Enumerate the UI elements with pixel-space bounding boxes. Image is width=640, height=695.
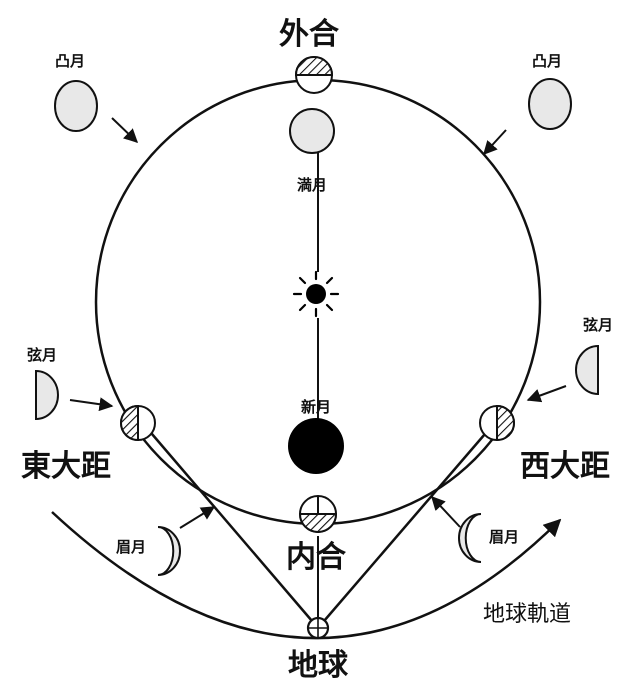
arrow-gibbous-right — [483, 129, 507, 156]
earth-orbit-arc — [51, 511, 562, 640]
gibbous-phase-right — [528, 78, 572, 130]
label-crescent-left: 眉月 — [116, 538, 146, 556]
label-earth-orbit: 地球軌道 — [483, 602, 571, 627]
crescent-phase-left — [157, 526, 181, 576]
label-superior-conjunction: 外合 — [279, 17, 339, 52]
label-gibbous-right: 凸月 — [532, 52, 562, 70]
venus-superior-conjunction — [294, 56, 334, 94]
label-quarter-left: 弦月 — [27, 346, 57, 364]
venus-greatest-east — [120, 404, 156, 442]
label-new-phase: 新月 — [301, 398, 331, 416]
venus-new-phase — [288, 418, 344, 474]
label-full-phase: 満月 — [297, 176, 327, 194]
venus-inferior-conjunction — [298, 495, 338, 533]
arrow-crescent-left — [179, 506, 216, 529]
venus-full-phase — [289, 108, 335, 154]
label-gibbous-left: 凸月 — [55, 52, 85, 70]
label-inferior-conjunction: 内合 — [286, 540, 346, 575]
arrow-quarter-right — [526, 385, 567, 403]
label-quarter-right: 弦月 — [583, 316, 613, 334]
label-earth: 地球 — [288, 648, 349, 683]
crescent-phase-right — [458, 513, 482, 563]
arrow-crescent-right — [431, 495, 461, 528]
quarter-phase-right — [575, 344, 599, 396]
earth-icon — [306, 616, 330, 640]
arrow-quarter-left — [69, 397, 114, 412]
sightline-west — [317, 419, 498, 629]
label-crescent-right: 眉月 — [489, 528, 519, 546]
sightline-east — [139, 419, 319, 629]
label-greatest-east: 東大距 — [21, 449, 111, 484]
sun-icon — [292, 270, 340, 318]
gibbous-phase-left — [54, 80, 98, 132]
arrow-gibbous-left — [111, 117, 139, 143]
venus-greatest-west — [479, 404, 515, 442]
quarter-phase-left — [35, 369, 59, 421]
label-greatest-west: 西大距 — [520, 449, 610, 484]
